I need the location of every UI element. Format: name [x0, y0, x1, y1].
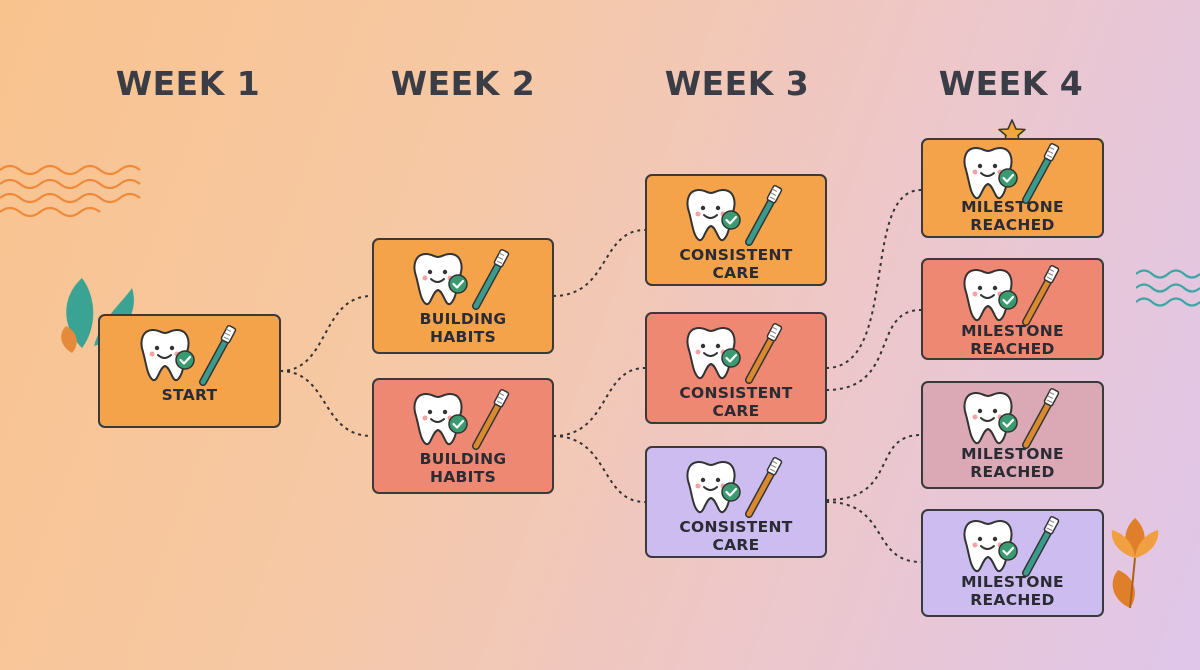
check-badge-icon [721, 210, 741, 230]
node-label: MILESTONE REACHED [961, 445, 1064, 481]
toothbrush-icon [1021, 143, 1059, 204]
node-label: MILESTONE REACHED [961, 573, 1064, 609]
tooth-toothbrush-graphic [686, 457, 783, 518]
leaf-decoration-right [1111, 518, 1159, 609]
toothbrush-icon [745, 457, 783, 518]
tooth-toothbrush-graphic [686, 185, 783, 246]
node-milestone-1: MILESTONE REACHED [921, 138, 1104, 238]
node-milestone-2: MILESTONE REACHED [921, 258, 1104, 360]
tooth-icon [962, 391, 1013, 445]
node-building-habits-1: BUILDING HABITS [372, 238, 554, 354]
node-icons [408, 388, 518, 450]
toothbrush-icon [198, 325, 236, 386]
toothbrush-icon [1021, 516, 1059, 577]
toothbrush-icon [472, 389, 510, 450]
connector-start-to-habits-2 [279, 370, 373, 437]
tooth-toothbrush-graphic [962, 516, 1059, 577]
connector-habits-2-to-care-3 [552, 435, 646, 503]
check-badge-icon [174, 350, 195, 370]
node-consistent-care-3: CONSISTENT CARE [645, 446, 827, 558]
toothbrush-icon [745, 323, 783, 384]
node-label: BUILDING HABITS [419, 310, 507, 346]
tooth-toothbrush-graphic [686, 323, 783, 384]
connector-care-3-to-milestone-3 [825, 434, 922, 501]
week-3-header: WEEK 3 [664, 64, 810, 103]
toothbrush-icon [1021, 388, 1059, 449]
node-icons [135, 324, 245, 386]
connector-care-2-to-milestone-1 [825, 189, 922, 369]
node-icons [681, 322, 791, 384]
tooth-toothbrush-graphic [413, 249, 510, 310]
tooth-toothbrush-graphic [413, 389, 510, 450]
connector-start-to-habits-1 [279, 295, 373, 372]
tooth-icon [686, 188, 736, 242]
node-icons [958, 515, 1068, 577]
node-building-habits-2: BUILDING HABITS [372, 378, 554, 494]
check-badge-icon [997, 290, 1018, 310]
tooth-icon [962, 268, 1013, 322]
week-2-header: WEEK 2 [390, 64, 536, 103]
connector-habits-1-to-care-1 [552, 229, 646, 297]
node-label: START [161, 386, 218, 404]
tooth-toothbrush-graphic [962, 265, 1059, 326]
wave-decoration-right [1136, 269, 1200, 307]
node-consistent-care-1: CONSISTENT CARE [645, 174, 827, 286]
node-icons [681, 456, 791, 518]
wave-decoration-left [0, 164, 141, 218]
check-badge-icon [997, 413, 1018, 433]
week-4-header: WEEK 4 [938, 64, 1084, 103]
node-consistent-care-2: CONSISTENT CARE [645, 312, 827, 424]
node-icons [958, 264, 1068, 326]
connector-care-3-to-milestone-4 [825, 501, 922, 563]
node-icons [958, 387, 1068, 449]
connector-care-2-to-milestone-2 [825, 309, 922, 391]
node-label: CONSISTENT CARE [679, 246, 793, 282]
node-icons [408, 248, 518, 310]
check-badge-icon [997, 541, 1018, 561]
check-badge-icon [448, 274, 468, 294]
node-label: BUILDING HABITS [419, 450, 507, 486]
tooth-icon [139, 328, 190, 382]
tooth-icon [686, 460, 736, 514]
node-label: CONSISTENT CARE [679, 384, 793, 420]
tooth-toothbrush-graphic [962, 143, 1059, 204]
toothbrush-icon [745, 185, 783, 246]
node-milestone-4: MILESTONE REACHED [921, 509, 1104, 617]
check-badge-icon [721, 348, 741, 368]
tooth-icon [413, 252, 463, 306]
tooth-icon [962, 519, 1013, 573]
check-badge-icon [721, 482, 741, 502]
connector-habits-2-to-care-2 [552, 367, 646, 437]
tooth-icon [962, 146, 1013, 200]
tooth-icon [686, 326, 736, 380]
node-label: MILESTONE REACHED [961, 322, 1064, 358]
toothbrush-icon [1021, 265, 1059, 326]
check-badge-icon [448, 414, 468, 434]
toothbrush-icon [472, 249, 510, 310]
node-milestone-3: MILESTONE REACHED [921, 381, 1104, 489]
node-label: MILESTONE REACHED [961, 198, 1064, 234]
check-badge-icon [997, 168, 1018, 188]
node-icons [958, 142, 1068, 204]
tooth-toothbrush-graphic [139, 325, 236, 386]
node-label: CONSISTENT CARE [679, 518, 793, 554]
node-start: START [98, 314, 281, 428]
week-1-header: WEEK 1 [115, 64, 261, 103]
tooth-toothbrush-graphic [962, 388, 1059, 449]
node-icons [681, 184, 791, 246]
